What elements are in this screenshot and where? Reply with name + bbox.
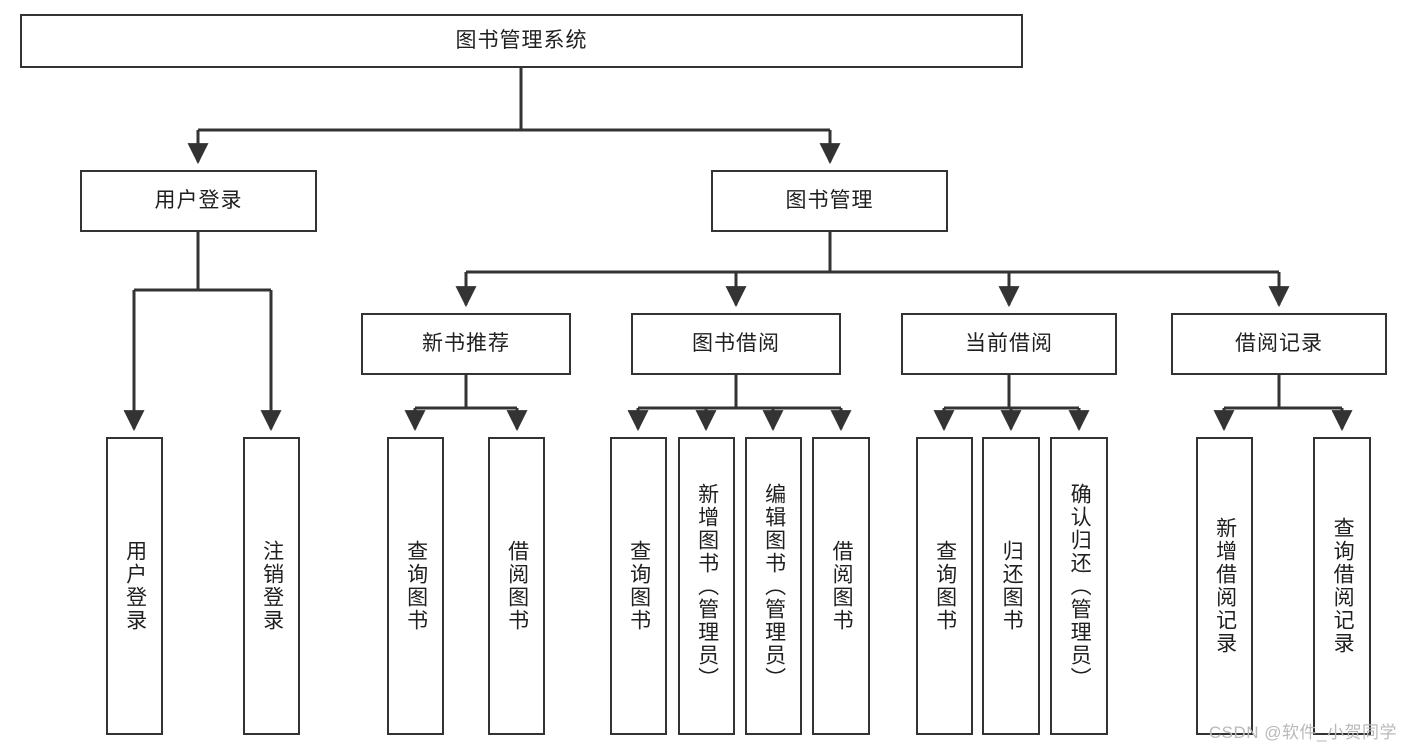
node-leaf-add-borrow-record-label: 新增借阅记录	[1213, 517, 1237, 655]
node-leaf-user-login-label: 用户登录	[123, 540, 147, 632]
node-leaf-return-book-label: 归还图书	[1000, 540, 1024, 632]
node-root-label: 图书管理系统	[455, 29, 588, 53]
node-new-book-recommend-label: 新书推荐	[422, 332, 510, 356]
node-borrow-record-label: 借阅记录	[1235, 332, 1323, 356]
node-leaf-query-book-recommend-label: 查询图书	[404, 540, 428, 632]
node-leaf-query-book-current[interactable]: 查询图书	[916, 437, 973, 735]
node-leaf-logout-label: 注销登录	[260, 540, 284, 632]
node-leaf-confirm-return[interactable]: 确认归还（管理员）	[1050, 437, 1108, 735]
node-leaf-add-book-label: 新增图书（管理员）	[695, 482, 719, 690]
node-user-login-label: 用户登录	[154, 189, 243, 213]
node-leaf-edit-book[interactable]: 编辑图书（管理员）	[745, 437, 802, 735]
node-user-login[interactable]: 用户登录	[80, 170, 317, 232]
node-leaf-add-book[interactable]: 新增图书（管理员）	[678, 437, 735, 735]
node-book-borrow[interactable]: 图书借阅	[631, 313, 841, 375]
node-leaf-logout[interactable]: 注销登录	[243, 437, 300, 735]
node-leaf-borrow-book-recommend-label: 借阅图书	[505, 540, 529, 632]
node-book-management-label: 图书管理	[785, 189, 874, 213]
node-current-borrow-label: 当前借阅	[965, 332, 1053, 356]
csdn-watermark: CSDN @软件_小贺同学	[1208, 723, 1397, 742]
node-leaf-query-borrow-record-label: 查询借阅记录	[1331, 517, 1355, 655]
node-leaf-return-book[interactable]: 归还图书	[982, 437, 1040, 735]
node-book-management[interactable]: 图书管理	[711, 170, 948, 232]
node-root[interactable]: 图书管理系统	[20, 14, 1023, 68]
node-leaf-edit-book-label: 编辑图书（管理员）	[762, 482, 786, 690]
node-leaf-user-login[interactable]: 用户登录	[106, 437, 163, 735]
node-current-borrow[interactable]: 当前借阅	[901, 313, 1117, 375]
node-leaf-query-book-borrow-label: 查询图书	[627, 540, 651, 632]
node-borrow-record[interactable]: 借阅记录	[1171, 313, 1387, 375]
node-leaf-borrow-book-recommend[interactable]: 借阅图书	[488, 437, 545, 735]
node-leaf-query-book-recommend[interactable]: 查询图书	[387, 437, 444, 735]
node-leaf-query-book-borrow[interactable]: 查询图书	[610, 437, 667, 735]
node-leaf-query-borrow-record[interactable]: 查询借阅记录	[1313, 437, 1371, 735]
node-leaf-borrow-book[interactable]: 借阅图书	[812, 437, 870, 735]
node-new-book-recommend[interactable]: 新书推荐	[361, 313, 571, 375]
node-leaf-confirm-return-label: 确认归还（管理员）	[1068, 482, 1092, 690]
node-leaf-add-borrow-record[interactable]: 新增借阅记录	[1196, 437, 1253, 735]
node-book-borrow-label: 图书借阅	[692, 332, 780, 356]
node-leaf-borrow-book-label: 借阅图书	[830, 540, 854, 632]
node-leaf-query-book-current-label: 查询图书	[933, 540, 957, 632]
